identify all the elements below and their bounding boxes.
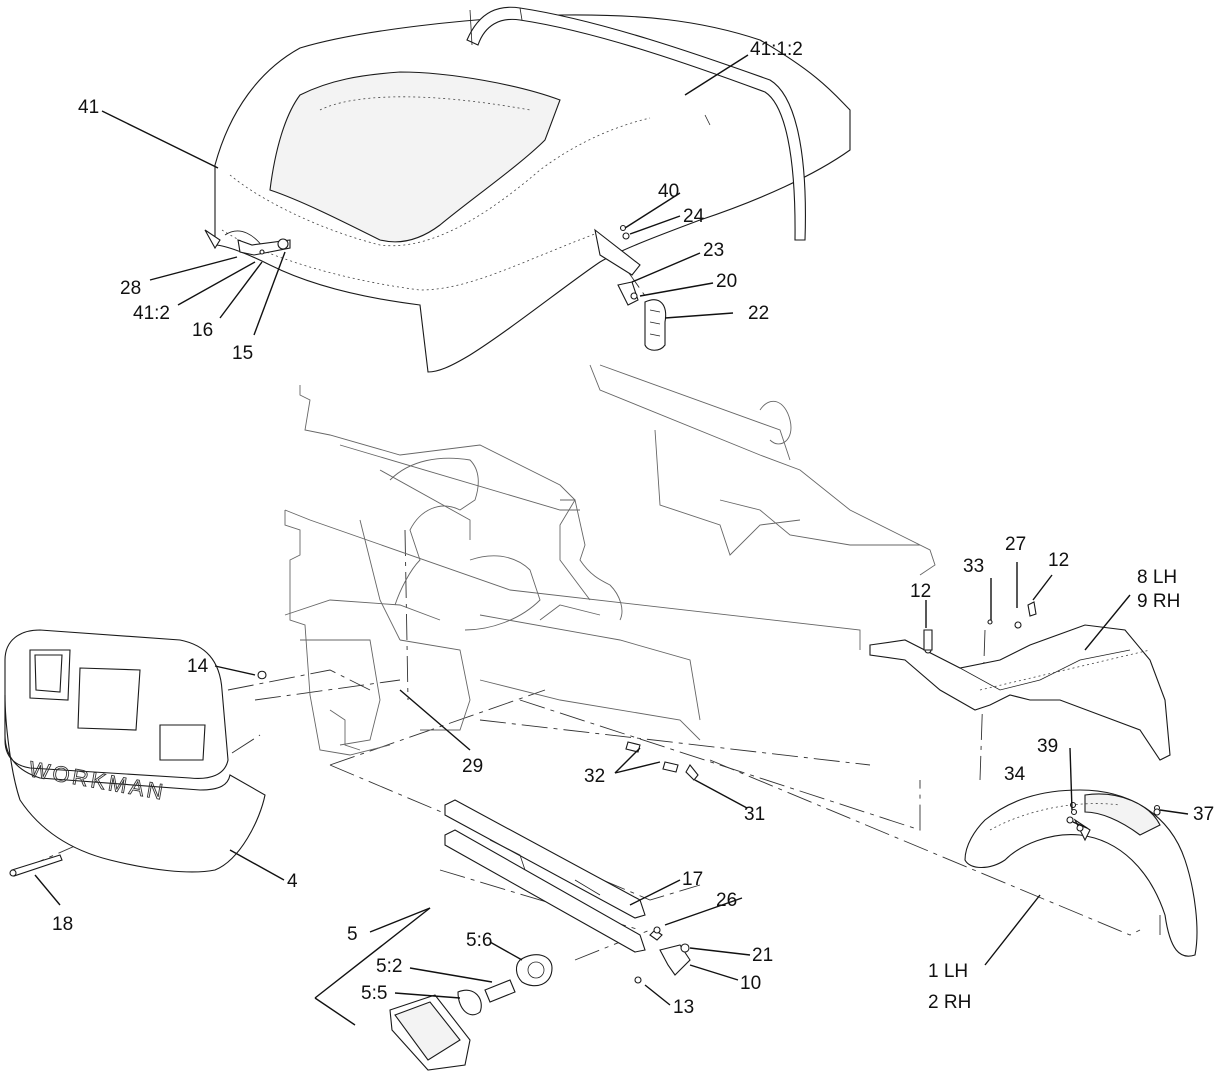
callout-8-lh: 8 LH — [1137, 567, 1177, 588]
callout-13: 13 — [673, 997, 694, 1018]
callout-9-rh: 9 RH — [1137, 591, 1180, 612]
callout-24: 24 — [683, 206, 705, 227]
callout-5: 5 — [347, 924, 358, 945]
callout-40: 40 — [658, 181, 679, 202]
leader-lines — [34, 54, 1189, 1026]
callout-17: 17 — [682, 869, 703, 890]
callout-18: 18 — [52, 914, 73, 935]
callout-28: 28 — [120, 278, 141, 299]
callout-41-2: 41:2 — [133, 303, 170, 324]
callout-15: 15 — [232, 343, 253, 364]
light-bar — [444, 799, 691, 984]
callout-12-right: 12 — [1048, 550, 1069, 571]
callout-4: 4 — [287, 871, 298, 892]
callout-2-rh: 2 RH — [928, 992, 971, 1013]
callout-39: 39 — [1037, 736, 1058, 757]
callout-5-2: 5:2 — [376, 956, 402, 977]
callout-12-left: 12 — [910, 581, 931, 602]
headlight-assembly — [389, 954, 553, 1071]
frame-ghost — [284, 364, 936, 756]
callout-34: 34 — [1004, 764, 1026, 785]
callout-16: 16 — [192, 320, 213, 341]
hardware — [9, 619, 1161, 877]
callout-41: 41 — [78, 97, 99, 118]
callout-5-6: 5:6 — [466, 930, 492, 951]
callout-5-5: 5:5 — [361, 983, 387, 1004]
callout-32: 32 — [584, 766, 605, 787]
callout-21: 21 — [752, 945, 773, 966]
callout-26: 26 — [716, 890, 737, 911]
callout-41-1-2: 41:1:2 — [750, 39, 803, 60]
fender-bracket — [869, 601, 1171, 761]
grille-assembly: WORKMAN — [4, 629, 266, 873]
callout-10: 10 — [740, 973, 761, 994]
callout-22: 22 — [748, 303, 769, 324]
callout-29: 29 — [462, 756, 483, 777]
callout-27: 27 — [1005, 534, 1026, 555]
callout-31: 31 — [744, 804, 765, 825]
callout-23: 23 — [703, 240, 724, 261]
callout-37: 37 — [1193, 804, 1214, 825]
hood-assembly — [204, 6, 851, 373]
callout-20: 20 — [716, 271, 737, 292]
callout-labels: 41 41:1:2 40 24 23 20 22 28 41:2 16 15 3… — [52, 39, 1214, 1018]
callout-1-lh: 1 LH — [928, 961, 968, 982]
callout-33: 33 — [963, 556, 984, 577]
callout-14: 14 — [187, 656, 209, 677]
wheel-fender — [964, 789, 1198, 957]
